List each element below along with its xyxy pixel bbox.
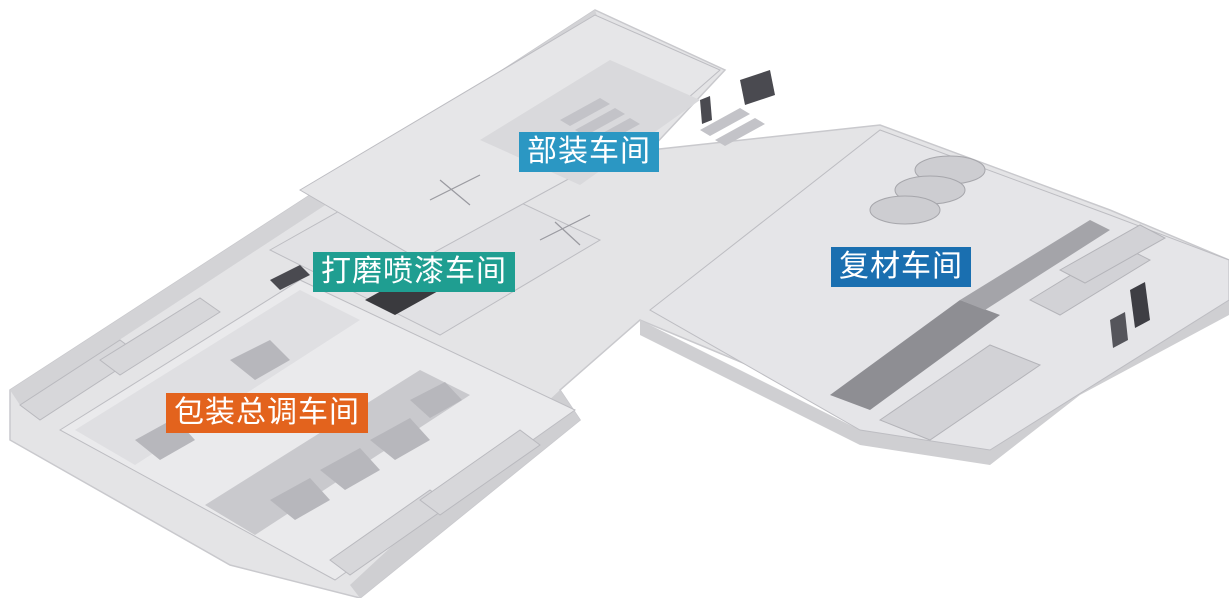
zone-label-final-assembly: 包装总调车间 bbox=[166, 393, 368, 433]
composite-hall bbox=[649, 129, 1229, 451]
zone-label-assembly: 部装车间 bbox=[519, 132, 659, 172]
zone-label-composite: 复材车间 bbox=[831, 247, 971, 287]
zone-label-paint: 打磨喷漆车间 bbox=[313, 252, 515, 292]
